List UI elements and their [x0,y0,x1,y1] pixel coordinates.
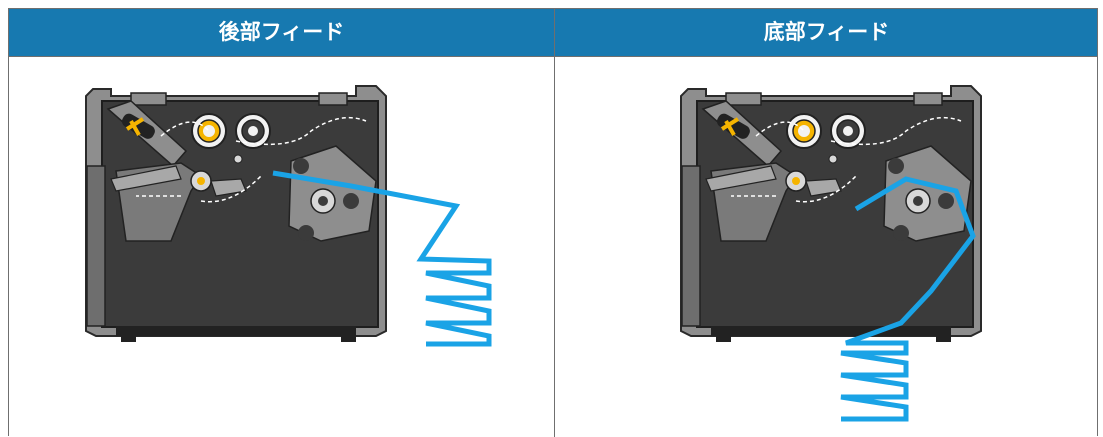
ribbon-slot [121,113,155,139]
printer-base [116,326,356,336]
printer-foot-right [341,336,356,342]
media-path [136,175,262,203]
table-header-row: 後部フィード 底部フィード [9,9,1097,57]
printer-foot-left [121,336,136,342]
small-screw [233,154,243,164]
ribbon-path [160,116,367,146]
media-stream-bottom [840,176,976,422]
printhead-lever [110,165,182,192]
column-divider [554,9,555,437]
header-rear-feed: 後部フィード [218,20,345,44]
yellow-clip [125,117,145,136]
header-bottom-feed: 底部フィード [763,20,890,44]
side-pillar [86,165,106,327]
feed-comparison-table: 後部フィード 底部フィード [8,8,1098,437]
rear-feed-illustration [85,85,492,347]
bottom-feed-illustration [680,85,982,422]
media-stream-rear [272,170,492,347]
bottom-feed-cell [555,57,1098,437]
media-guide [210,178,247,197]
hinge-right [318,92,348,106]
rear-feed-cell [9,57,554,437]
hinge-left [130,92,167,106]
